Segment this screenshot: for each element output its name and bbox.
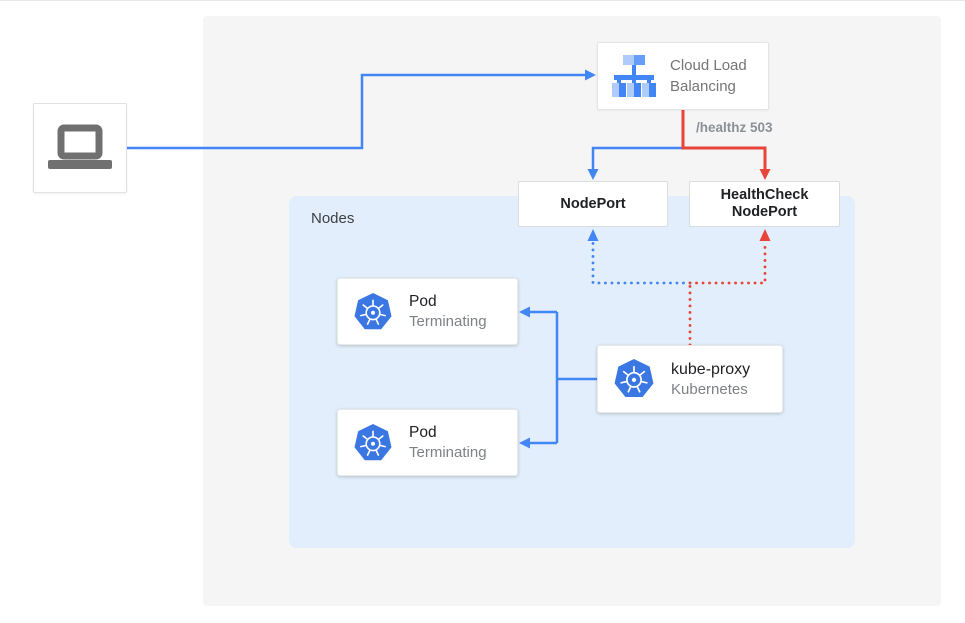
nodes-group-label: Nodes [311,210,355,227]
pod-status: Terminating [409,444,487,461]
pod-text: Pod Terminating [409,422,487,463]
kubernetes-icon [354,423,392,460]
pod-title: Pod [409,293,437,310]
pod-1-node: Pod Terminating [337,278,518,345]
healthcheck-nodeport-node: HealthCheck NodePort [689,181,840,227]
healthz-status-label: /healthz 503 [696,120,773,135]
pod-title: Pod [409,424,437,441]
kubernetes-icon [614,359,654,398]
kubernetes-icon [354,292,392,329]
nodeport-node: NodePort [518,181,668,227]
kube-proxy-title: kube-proxy [671,360,751,378]
laptop-icon [48,124,112,169]
client-node [33,103,127,193]
kube-proxy-node: kube-proxy Kubernetes [597,345,783,413]
top-divider [0,0,965,1]
kube-proxy-text: kube-proxy Kubernetes [671,359,750,400]
pod-2-node: Pod Terminating [337,409,518,476]
pod-text: Pod Terminating [409,291,487,332]
load-balancer-icon [612,55,656,97]
kube-proxy-subtitle: Kubernetes [671,380,748,398]
cloud-load-balancing-node: Cloud Load Balancing [597,42,769,110]
pod-status: Terminating [409,313,487,330]
cloud-load-balancing-label: Cloud Load Balancing [670,57,747,95]
